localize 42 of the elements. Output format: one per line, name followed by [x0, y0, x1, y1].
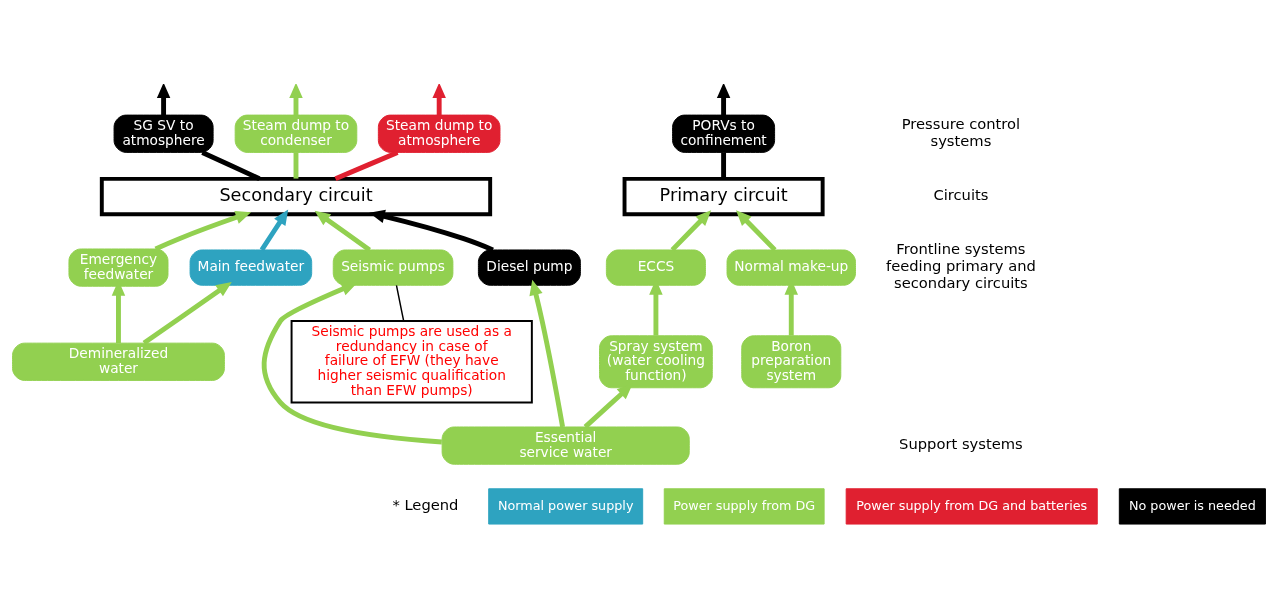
legend-label: Power supply from DG — [673, 497, 816, 513]
arrow — [670, 210, 712, 252]
legend-label: Normal power supply — [497, 497, 634, 513]
node-box: Diesel pump — [477, 249, 581, 286]
node-box: ECCS — [605, 249, 706, 286]
node-box: Boron preparation system — [741, 335, 842, 389]
label: Circuits — [933, 185, 989, 203]
node-box: Emergency feedwater — [68, 248, 169, 287]
node-box: PORVs to confinement — [672, 114, 776, 153]
node-box: Secondary circuit — [99, 176, 493, 217]
legend-label: Power supply from DG and batteries — [856, 497, 1088, 513]
label: Support systems — [899, 435, 1023, 453]
node-box: Spray system (water cooling function) — [599, 335, 713, 389]
node-box: Essential service water — [441, 426, 690, 465]
node-box: Demineralized water — [12, 342, 225, 381]
arrow — [432, 84, 446, 116]
arrow — [716, 84, 731, 116]
arrow — [736, 210, 777, 252]
arrow — [156, 84, 171, 116]
arrow — [259, 209, 289, 252]
legend-label: No power is needed — [1129, 497, 1256, 513]
node-box: SG SV to atmosphere — [113, 114, 214, 153]
node-box: Normal make-up — [726, 249, 856, 286]
arrow — [369, 209, 494, 253]
node-box: Seismic pumps — [332, 249, 454, 286]
node-box: Main feedwater — [189, 249, 313, 286]
node-box: Primary circuit — [622, 176, 825, 217]
connector — [395, 284, 405, 322]
node-box: Seismic pumps are used as a redundancy in case of failure of EFW (they have higher seismic qualification than EFW pumps) — [290, 320, 533, 404]
node-box: Steam dump to condenser — [234, 114, 358, 153]
label: Frontline systems feeding primary and secondary circuits — [885, 240, 1036, 291]
arrow — [261, 282, 442, 445]
arrow — [289, 84, 303, 116]
arrow — [529, 279, 566, 428]
arrow — [314, 210, 371, 252]
connector — [293, 152, 299, 179]
label: * Legend — [392, 495, 459, 513]
connector — [721, 152, 727, 179]
node-box: Steam dump to atmosphere — [377, 114, 501, 153]
arrow — [142, 281, 232, 346]
arrow — [154, 210, 252, 252]
label: Pressure control systems — [901, 114, 1021, 149]
